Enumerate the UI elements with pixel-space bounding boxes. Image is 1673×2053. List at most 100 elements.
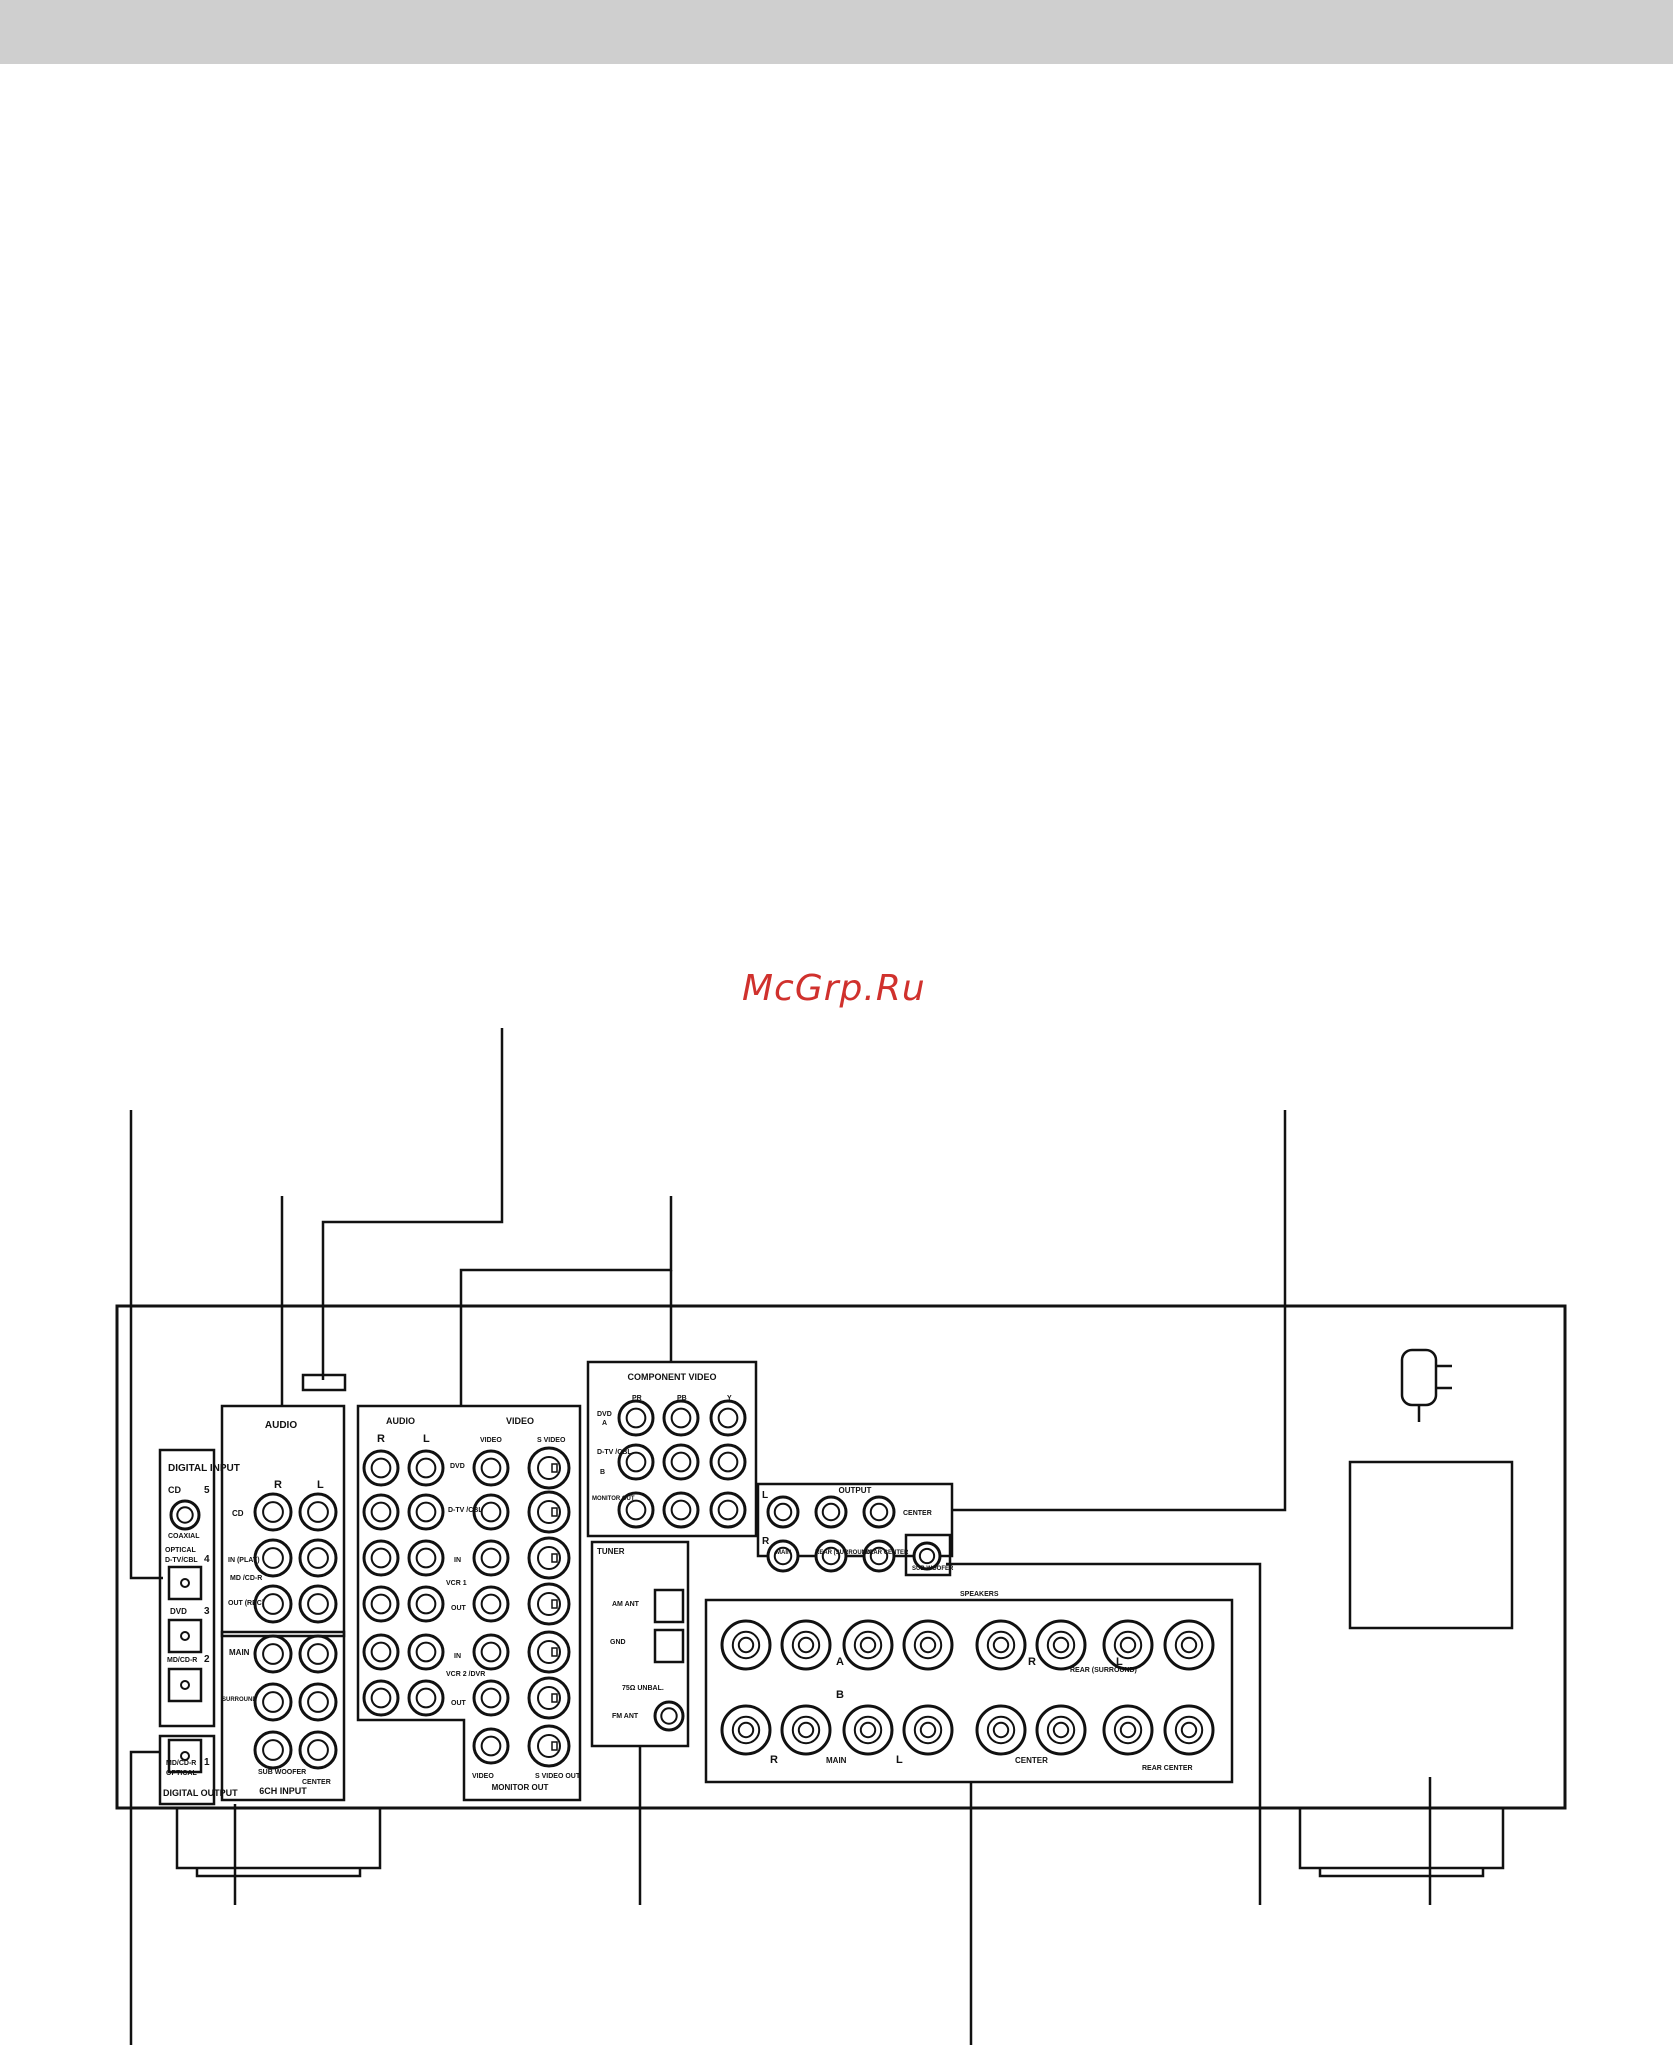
digital-coaxial-cd-jack [169,1499,201,1531]
six-ch-jack-a1 [253,1682,293,1722]
output-l-main-jack [766,1495,800,1529]
av-in2: IN [454,1653,461,1660]
speaker-terminal-b-5 [1035,1704,1087,1756]
audio-title: AUDIO [265,1420,297,1431]
component-pb-jack-0 [662,1399,700,1437]
speakers-rear-surround: REAR (SURROUND) [1070,1667,1137,1674]
component-y: Y [727,1395,732,1402]
output-rear-center-jack [862,1539,896,1573]
digital-output-panel [158,1734,216,1806]
digital-output-md: MD/CD-R [166,1760,196,1767]
speakers-b: B [836,1689,844,1701]
av-svideo-jack-2 [527,1536,571,1580]
speaker-terminal-a-2 [842,1619,894,1671]
remote-jack [301,1373,347,1392]
av-audio-l-jack-3 [407,1585,445,1623]
audio-panel [220,1404,346,1638]
av-video-jack-5 [472,1679,510,1717]
tuner-am: AM ANT [612,1601,640,1608]
tuner-title: TUNER [597,1547,625,1556]
digital-input-title: DIGITAL INPUT [168,1463,240,1474]
digital-optical-out-jack [167,1738,203,1774]
av-svideo-jack-0 [527,1446,571,1490]
component-y-jack-0 [709,1399,747,1437]
av-video-jack-3 [472,1585,510,1623]
component-pb-jack-1 [662,1443,700,1481]
av-vcr1: VCR 1 [446,1580,467,1587]
speaker-terminal-b-3 [902,1704,954,1756]
audio-md: MD /CD-R [230,1575,262,1582]
speaker-terminal-b-6 [1102,1704,1154,1756]
av-out2: OUT [451,1700,467,1707]
header-bar [0,0,1673,64]
av-audio-title: AUDIO [386,1416,415,1426]
digital-output-title: DIGITAL OUTPUT [163,1788,238,1798]
speaker-terminal-b-4 [975,1704,1027,1756]
digital-input-panel [158,1448,216,1728]
six-ch-jack-a0 [253,1634,293,1674]
foot-right [1298,1808,1505,1878]
speaker-terminal-b-7 [1163,1704,1215,1756]
av-audio-r-jack-0 [362,1449,400,1487]
monitor-svideo-jack [527,1724,571,1768]
gnd-terminal [653,1628,685,1664]
component-panel [586,1360,758,1538]
output-center: CENTER [903,1510,932,1517]
av-audio-l-jack-2 [407,1539,445,1577]
speaker-terminal-b-0 [720,1704,772,1756]
audio-r-jack-2 [253,1584,293,1624]
component-pb-jack-2 [662,1491,700,1529]
component-dtv-b: B [600,1469,605,1476]
foot-left [175,1808,382,1878]
leader-line-output [953,1110,1287,1512]
audio-l-jack-1 [298,1538,338,1578]
leader-line-digital-input [129,1110,163,1580]
component-pr-jack-2 [617,1491,655,1529]
speaker-terminal-a-3 [902,1619,954,1671]
av-in: IN [454,1557,461,1564]
av-audio-l-jack-4 [407,1633,445,1671]
power-cord-icon [1400,1348,1452,1422]
av-audio-r-jack-5 [362,1679,400,1717]
output-l-rear-jack [814,1495,848,1529]
av-out: OUT [451,1605,467,1612]
output-rear-surround: REAR (SURROUND) [815,1550,872,1556]
digital-input-md-num: 2 [204,1654,210,1665]
av-mon-video: VIDEO [472,1773,494,1780]
av-svideo-jack-5 [527,1676,571,1720]
digital-optical-dvd-jack [167,1618,203,1654]
leader-line-subwoofer [946,1562,1262,1905]
speakers-rear-center: REAR CENTER [1142,1765,1193,1772]
fm-antenna-jack [653,1700,685,1732]
audio-l-jack-2 [298,1584,338,1624]
audio-out-rec: OUT (REC) [228,1600,264,1607]
tuner-panel [590,1540,690,1748]
leader-line-digital-output [129,1750,160,2045]
speaker-terminal-a-5 [1035,1619,1087,1671]
digital-input-cd-num: 5 [204,1485,210,1496]
av-svideo-jack-1 [527,1490,571,1534]
six-ch-sub: SUB WOOFER [258,1769,306,1776]
av-video-title: VIDEO [506,1416,534,1426]
output-r-main-jack [766,1539,800,1573]
av-vcr2: VCR 2 /DVR [446,1671,485,1678]
component-pr-jack-0 [617,1399,655,1437]
digital-input-coaxial: COAXIAL [168,1533,200,1540]
speakers-title: SPEAKERS [960,1591,999,1598]
av-dtv: D-TV /CBL [448,1507,483,1514]
audio-l: L [317,1479,324,1491]
av-video-jack-0 [472,1449,510,1487]
av-audio-l-jack-1 [407,1493,445,1531]
speaker-terminal-b-1 [780,1704,832,1756]
ac-outlet [1348,1460,1514,1630]
component-dtv: D-TV /CBL [597,1449,632,1456]
speakers-panel [704,1598,1234,1784]
av-mon-svideo: S VIDEO OUT [535,1773,581,1780]
digital-optical-dtv-jack [167,1565,203,1601]
av-col-svideo: S VIDEO [537,1437,566,1444]
av-dvd: DVD [450,1463,465,1470]
six-ch-center: CENTER [302,1779,331,1786]
six-ch-title: 6CH INPUT [259,1786,307,1796]
speakers-r-top: R [1028,1656,1036,1668]
